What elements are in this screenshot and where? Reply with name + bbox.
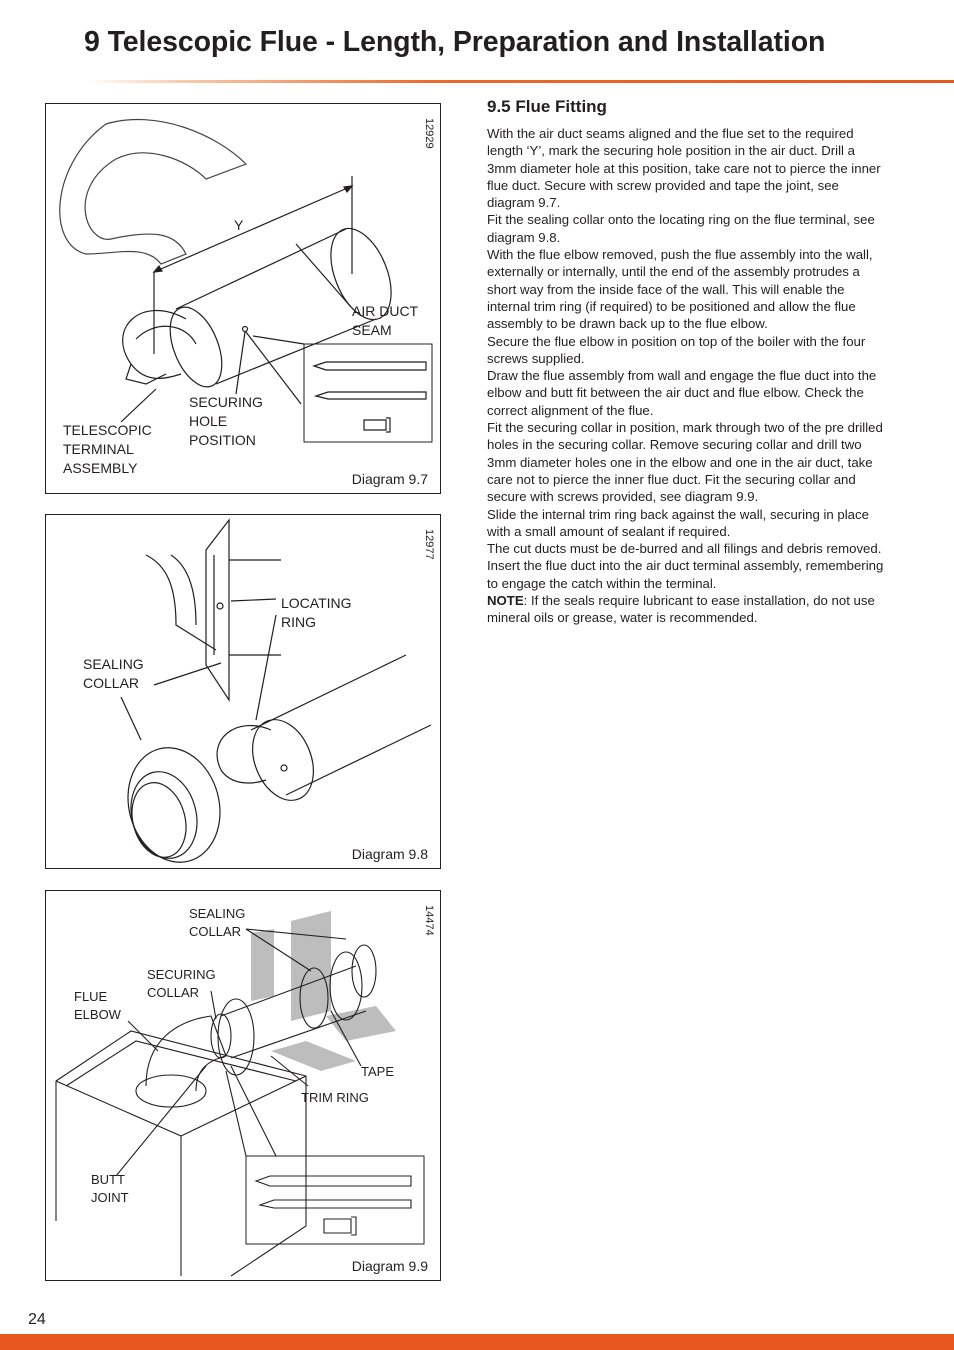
note-text: : If the seals require lubricant to ease… [487, 593, 875, 626]
label-trim-ring: TRIM RING [301, 1090, 369, 1105]
page-number: 24 [28, 1311, 46, 1328]
label-butt-joint: BUTT JOINT [91, 1172, 129, 1205]
diagram-9-7: 12929 Y AIR DUCT SEAM SECURING HOLE POSI… [45, 103, 441, 494]
diagram-9-8: 12977 LOCATING RING SEALING COLLAR Diagr… [45, 514, 441, 869]
label-securing-hole-position: SECURING HOLE POSITION [189, 394, 263, 448]
section-9-5: 9.5 Flue Fitting With the air duct seams… [487, 97, 887, 627]
diagram-9-9-drawing [55, 911, 425, 1277]
label-locating-ring: LOCATING RING [281, 595, 352, 630]
footer-bar [0, 1334, 954, 1350]
paragraph: Slide the internal trim ring back agains… [487, 506, 869, 539]
label-y: Y [234, 217, 244, 233]
diagram-9-7-drawing [59, 118, 433, 443]
diagram-reference-number: 14474 [423, 905, 435, 936]
paragraph: With the flue elbow removed, push the fl… [487, 247, 873, 332]
title-rule [84, 80, 954, 83]
paragraph: Secure the flue elbow in position on top… [487, 333, 866, 366]
note-paragraph: NOTE: If the seals require lubricant to … [487, 592, 887, 627]
diagram-caption: Diagram 9.9 [351, 1258, 428, 1274]
label-telescopic-terminal-assembly: TELESCOPIC TERMINAL ASSEMBLY [63, 422, 152, 476]
paragraph: Insert the flue duct into the air duct t… [487, 558, 884, 591]
diagram-reference-number: 12929 [423, 118, 435, 149]
label-tape: TAPE [361, 1064, 394, 1079]
label-flue-elbow: FLUE ELBOW [74, 989, 121, 1022]
section-heading: 9.5 Flue Fitting [487, 97, 607, 116]
diagram-caption: Diagram 9.8 [351, 846, 428, 862]
label-securing-collar: SECURING COLLAR [147, 967, 216, 1000]
paragraph: Draw the flue assembly from wall and eng… [487, 368, 877, 418]
label-air-duct-seam: AIR DUCT SEAM [352, 303, 419, 338]
diagram-reference-number: 12977 [423, 529, 435, 560]
diagram-9-9: 14474 SEALING COLLAR SECURING COLLAR FLU… [45, 890, 441, 1281]
page-title: 9 Telescopic Flue - Length, Preparation … [84, 26, 826, 58]
paragraph: With the air duct seams aligned and the … [487, 126, 881, 211]
paragraph: Fit the sealing collar onto the locating… [487, 212, 875, 245]
label-sealing-collar: SEALING COLLAR [189, 906, 246, 939]
diagram-9-8-drawing [120, 518, 432, 863]
diagram-caption: Diagram 9.7 [351, 471, 428, 487]
paragraph: Fit the securing collar in position, mar… [487, 420, 883, 505]
label-sealing-collar: SEALING COLLAR [83, 656, 144, 691]
paragraph: The cut ducts must be de-burred and all … [487, 541, 882, 557]
note-label: NOTE [487, 593, 524, 609]
